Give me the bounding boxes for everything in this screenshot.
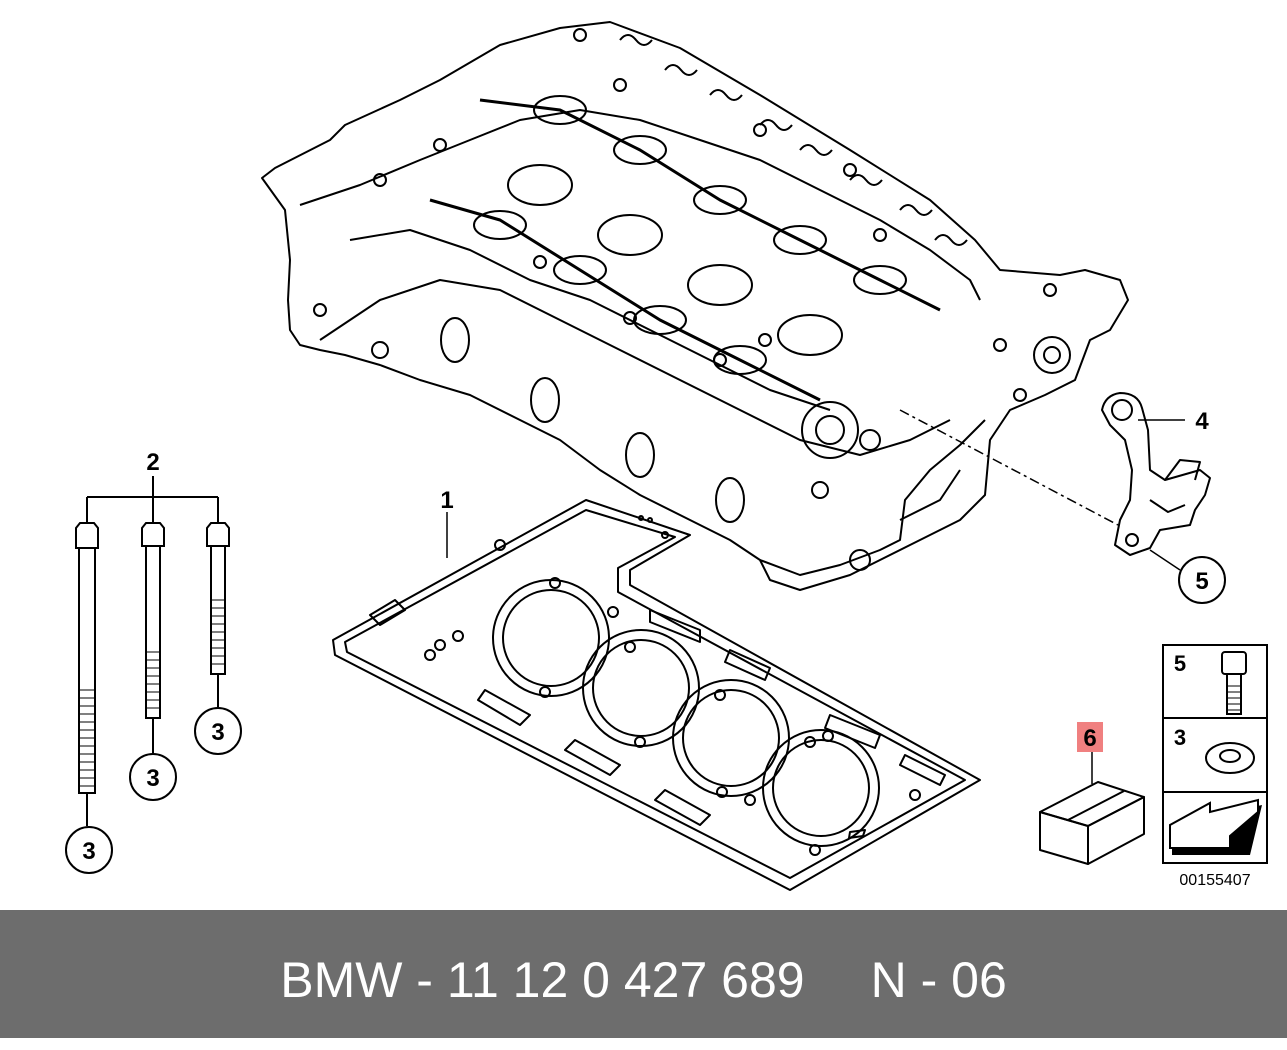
accessory-box-illustration bbox=[1039, 781, 1145, 865]
leader-line-bracket bbox=[899, 409, 1119, 526]
page-number-text: N - 06 bbox=[870, 952, 1007, 1008]
callout-washer-a: 3 bbox=[82, 838, 95, 865]
callout-washer-b: 3 bbox=[146, 765, 159, 792]
part-number-text: BMW - 11 12 0 427 689 bbox=[280, 952, 805, 1008]
bracket-screw-callout-circle bbox=[1178, 556, 1226, 604]
callout-accessory-box: 6 bbox=[1083, 725, 1096, 752]
screw-icon bbox=[1221, 651, 1247, 715]
washer-icon bbox=[1205, 742, 1255, 774]
washer-b-callout-circle bbox=[129, 753, 177, 801]
washer-c-callout-circle bbox=[194, 707, 242, 755]
callout-gasket: 1 bbox=[440, 487, 453, 514]
arrow-icon bbox=[1169, 798, 1262, 855]
footer-caption: BMW - 11 12 0 427 689 N - 06 bbox=[0, 910, 1287, 1038]
parts-diagram: 1 2 3 3 3 4 5 6 5 3 00155407 bbox=[65, 21, 1268, 891]
callout-washer-c: 3 bbox=[211, 719, 224, 746]
highlight-marker bbox=[1077, 722, 1103, 752]
callout-bracket: 4 bbox=[1195, 408, 1209, 435]
head-gasket-illustration bbox=[332, 499, 981, 891]
footer-bar: BMW - 11 12 0 427 689 N - 06 bbox=[0, 910, 1287, 1038]
washer-a-callout-circle bbox=[65, 826, 113, 874]
callout-bolts-group: 2 bbox=[146, 449, 159, 476]
bolts-illustration bbox=[75, 476, 230, 826]
leader-line-screw bbox=[1149, 549, 1181, 571]
cylinder-head-illustration bbox=[261, 21, 1129, 591]
legend-box bbox=[1162, 644, 1268, 864]
legend-screw-ref: 5 bbox=[1174, 651, 1186, 676]
diagram-number: 00155407 bbox=[1179, 872, 1250, 889]
callout-bracket-screw: 5 bbox=[1195, 568, 1208, 595]
legend-washer-ref: 3 bbox=[1174, 725, 1186, 750]
bracket-illustration bbox=[1101, 392, 1211, 556]
